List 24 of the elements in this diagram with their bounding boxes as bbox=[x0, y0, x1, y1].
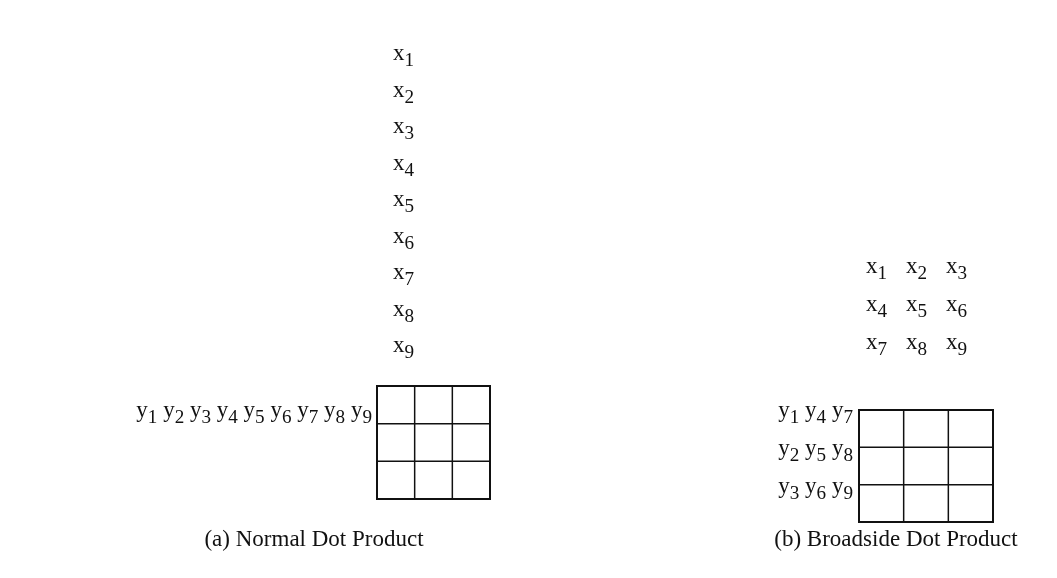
vector-element: x$_{2}$ bbox=[393, 76, 415, 109]
vector-row-text: y$_{3}$ y$_{6}$ y$_{9}$ bbox=[778, 473, 853, 505]
vector-element: x$_{8}$ bbox=[393, 295, 415, 328]
caption: (a) Normal Dot Product bbox=[204, 526, 424, 552]
vector-element: x$_{9}$ bbox=[393, 332, 415, 364]
vector-element: x$_{5}$ bbox=[393, 186, 415, 218]
vector-element: x$_{1}$ bbox=[393, 40, 415, 72]
vector-element: x$_{1}$ bbox=[866, 253, 888, 285]
vector-row-text: y$_{2}$ y$_{5}$ y$_{8}$ bbox=[778, 435, 853, 467]
vector-element: x$_{7}$ bbox=[866, 329, 888, 361]
vector-element: x$_{6}$ bbox=[393, 222, 415, 255]
vector-element: x$_{4}$ bbox=[866, 291, 888, 323]
vector-element: x$_{7}$ bbox=[393, 259, 415, 291]
vector-element: x$_{2}$ bbox=[906, 253, 928, 285]
caption: (b) Broadside Dot Product bbox=[774, 526, 1018, 552]
vector-row-text: y$_{1}$ y$_{2}$ y$_{3}$ y$_{4}$ y$_{5}$ y$_{6}$ y$_{7}$ y$_{8}$ y$_{9}$ bbox=[136, 397, 372, 429]
vector-element: x$_{6}$ bbox=[946, 291, 968, 323]
vector-row-text: y$_{1}$ y$_{4}$ y$_{7}$ bbox=[778, 397, 853, 429]
vector-element: x$_{3}$ bbox=[946, 253, 968, 285]
vector-element: x$_{9}$ bbox=[946, 329, 968, 361]
vector-element: x$_{8}$ bbox=[906, 329, 928, 361]
vector-element: x$_{4}$ bbox=[393, 149, 415, 182]
vector-element: x$_{3}$ bbox=[393, 113, 415, 145]
vector-element: x$_{5}$ bbox=[906, 291, 928, 323]
